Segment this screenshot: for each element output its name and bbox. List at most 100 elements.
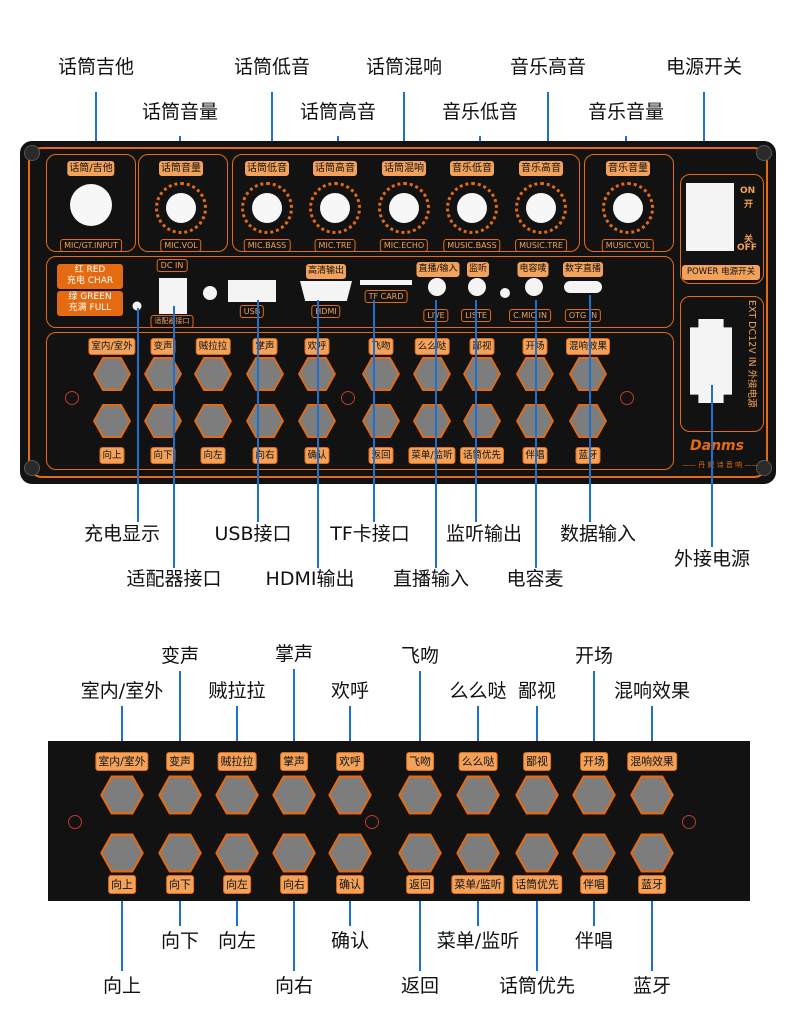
callout-line xyxy=(271,92,273,154)
zoom-button-bottom-5[interactable] xyxy=(400,835,440,871)
callout-line xyxy=(257,300,259,522)
callout-tf-card: TF卡接口 xyxy=(330,523,410,545)
main-label-top: 室内/室外 xyxy=(88,338,136,355)
callout-line xyxy=(179,671,181,795)
label-mic-bass: 话筒低音 xyxy=(245,161,289,176)
screw xyxy=(756,460,772,476)
main-label-top: 混响效果 xyxy=(565,338,611,355)
callout-line xyxy=(589,295,591,522)
callout-adapter-port: 适配器接口 xyxy=(126,568,222,590)
zoom-callout-top: 变声 xyxy=(160,645,200,667)
usb-port[interactable] xyxy=(228,280,276,302)
dial-scale xyxy=(309,182,361,234)
callout-line xyxy=(703,92,705,154)
zoom-button-top-6[interactable] xyxy=(458,777,498,813)
zoom-label-top: 开场 xyxy=(580,752,608,772)
otg-port[interactable] xyxy=(564,281,602,293)
zoom-button-bottom-0[interactable] xyxy=(102,835,142,871)
music-treble-knob[interactable] xyxy=(526,193,556,223)
sublabel-music-bass: MUSIC.BASS xyxy=(443,239,501,252)
mic-bass-knob[interactable] xyxy=(252,193,282,223)
tf-card-slot[interactable] xyxy=(360,280,412,285)
zoom-button-bottom-4[interactable] xyxy=(330,835,370,871)
zoom-callout-top: 飞吻 xyxy=(400,645,440,667)
screw xyxy=(756,145,772,161)
zoom-button-bottom-8[interactable] xyxy=(574,835,614,871)
dc-adapter-label: 适配器接口 xyxy=(150,315,194,328)
panel-border xyxy=(28,147,768,478)
power-on-label: ON xyxy=(740,186,756,196)
callout-line xyxy=(419,860,421,971)
power-label: POWER 电源开关 xyxy=(682,265,760,280)
sublabel-music-treble: MUSIC.TRE xyxy=(515,239,567,252)
zoom-label-top: 变声 xyxy=(166,752,194,772)
callout-line xyxy=(535,300,537,568)
mic-echo-knob[interactable] xyxy=(389,193,419,223)
callout-line xyxy=(536,860,538,971)
zoom-button-top-2[interactable] xyxy=(217,777,257,813)
zoom-label-top: 混响效果 xyxy=(627,752,677,772)
main-label-top: 变声 xyxy=(150,338,176,355)
music-volume-knob[interactable] xyxy=(613,193,643,223)
power-off-label: OFF xyxy=(737,243,757,253)
main-label-top: 贼拉拉 xyxy=(195,338,231,355)
power-switch[interactable] xyxy=(686,183,734,251)
zoom-button-bottom-3[interactable] xyxy=(274,835,314,871)
main-button-bottom-2[interactable] xyxy=(196,406,230,436)
condenser-mic-jack[interactable] xyxy=(525,278,543,296)
zoom-callout-top: 贼拉拉 xyxy=(208,680,266,702)
hdmi-port[interactable] xyxy=(300,281,352,301)
hdmi-top-label: 高清输出 xyxy=(305,264,347,279)
main-button-bottom-9[interactable] xyxy=(571,406,605,436)
mic-treble-knob[interactable] xyxy=(320,193,350,223)
sublabel-mic-treble: MIC.TRE xyxy=(314,239,356,252)
dial-scale xyxy=(602,182,654,234)
zoom-button-top-9[interactable] xyxy=(632,777,672,813)
mic-guitar-input-jack[interactable] xyxy=(70,184,112,226)
zoom-button-top-4[interactable] xyxy=(330,777,370,813)
zoom-button-top-0[interactable] xyxy=(102,777,142,813)
callout-line xyxy=(435,300,437,568)
callout-line xyxy=(317,300,319,568)
main-button-top-2[interactable] xyxy=(196,359,230,389)
zoom-callout-bottom: 蓝牙 xyxy=(632,975,672,997)
callout-line xyxy=(475,300,477,522)
zoom-button-top-7[interactable] xyxy=(517,777,557,813)
monitor-output-jack[interactable] xyxy=(468,278,486,296)
main-button-top-9[interactable] xyxy=(571,359,605,389)
screw-hole xyxy=(68,815,82,829)
zoom-button-bottom-6[interactable] xyxy=(458,835,498,871)
callout-line xyxy=(547,92,549,154)
tf-card-label: TF CARD xyxy=(364,290,408,303)
music-bass-knob[interactable] xyxy=(457,193,487,223)
zoom-button-bottom-9[interactable] xyxy=(632,835,672,871)
callout-mic-bass: 话筒低音 xyxy=(233,56,311,78)
zoom-callout-top: 开场 xyxy=(574,645,614,667)
indicator-hole xyxy=(203,286,217,300)
dial-scale xyxy=(155,182,207,234)
zoom-label-bottom: 向上 xyxy=(108,875,136,895)
liste-top-label: 监听 xyxy=(466,262,490,277)
mic-volume-knob[interactable] xyxy=(166,193,196,223)
otg-top-label: 数字直播 xyxy=(562,262,604,277)
zoom-callout-bottom: 菜单/监听 xyxy=(436,930,520,952)
callout-line xyxy=(95,92,97,154)
screw xyxy=(24,460,40,476)
brand-slogan: —— 丹 妮 诗 音 响 —— xyxy=(682,461,759,469)
brand-logo: Danms xyxy=(690,438,744,454)
callout-mic-guitar: 话筒吉他 xyxy=(57,56,135,78)
zoom-button-top-3[interactable] xyxy=(274,777,314,813)
zoom-label-top: 室内/室外 xyxy=(95,752,149,772)
sublabel-mic-echo: MIC.ECHO xyxy=(379,239,429,252)
zoom-button-bottom-7[interactable] xyxy=(517,835,557,871)
zoom-button-top-1[interactable] xyxy=(160,777,200,813)
zoom-button-top-8[interactable] xyxy=(574,777,614,813)
led-green-full-text: 充满 FULL xyxy=(68,303,112,313)
zoom-label-top: 么么哒 xyxy=(458,752,498,772)
zoom-button-bottom-2[interactable] xyxy=(217,835,257,871)
zoom-label-bottom: 蓝牙 xyxy=(638,875,666,895)
zoom-label-bottom: 话筒优先 xyxy=(512,875,562,895)
zoom-button-bottom-1[interactable] xyxy=(160,835,200,871)
zoom-button-top-5[interactable] xyxy=(400,777,440,813)
live-input-jack[interactable] xyxy=(428,278,446,296)
